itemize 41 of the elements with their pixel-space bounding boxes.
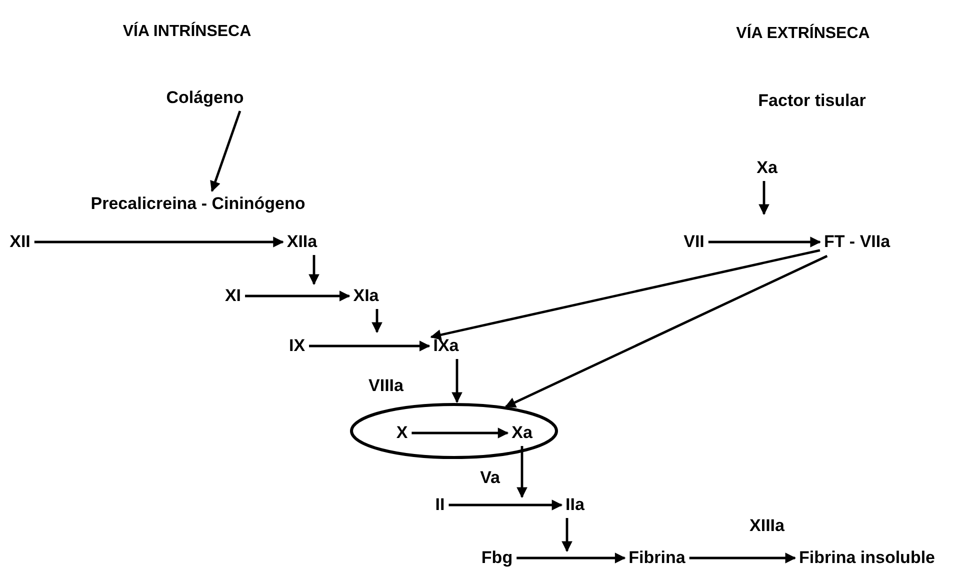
pathway-heading: VÍA EXTRÍNSECA (736, 24, 870, 44)
arrow (689, 552, 796, 564)
factor-label: VII (684, 232, 704, 252)
arrow (34, 236, 284, 248)
factor-label: Xa (512, 423, 532, 443)
factor-label: IX (288, 336, 306, 356)
factor-label: Fbg (481, 548, 513, 568)
arrow (452, 359, 462, 404)
factor-label: XII (10, 232, 30, 252)
factor-label: FT - VIIa (824, 232, 890, 252)
arrow (504, 254, 828, 408)
cofactor-label: Va (480, 468, 500, 488)
arrow (758, 181, 770, 216)
arrow (430, 249, 820, 340)
pathway-heading: VÍA INTRÍNSECA (122, 22, 252, 42)
arrow (309, 340, 430, 352)
factor-label: XI (224, 286, 242, 306)
cofactor-label: Factor tisular (758, 91, 866, 111)
factor-label: Fibrina (628, 548, 686, 568)
factor-label: IXa (433, 336, 459, 356)
factor-label: X (396, 423, 408, 443)
factor-label: XIa (353, 286, 379, 306)
arrow (708, 236, 822, 248)
arrow (516, 446, 528, 498)
arrow (562, 518, 572, 552)
cofactor-label: XIIIa (750, 516, 784, 536)
arrow (412, 428, 509, 438)
arrow (448, 500, 563, 510)
arrow (245, 290, 350, 302)
factor-label: Colágeno (166, 88, 244, 108)
arrow (308, 255, 320, 286)
factor-label: Precalicreina - Cininógeno (90, 194, 306, 214)
factor-label: II (435, 495, 445, 515)
cofactor-label: VIIIa (368, 376, 404, 396)
arrow (210, 110, 242, 192)
factor-label: IIa (566, 495, 584, 515)
factor-label: Fibrina insoluble (799, 548, 935, 568)
arrow (372, 309, 382, 334)
factor-label: Xa (756, 158, 778, 178)
factor-label: XIIa (286, 232, 318, 252)
arrow (516, 552, 626, 564)
